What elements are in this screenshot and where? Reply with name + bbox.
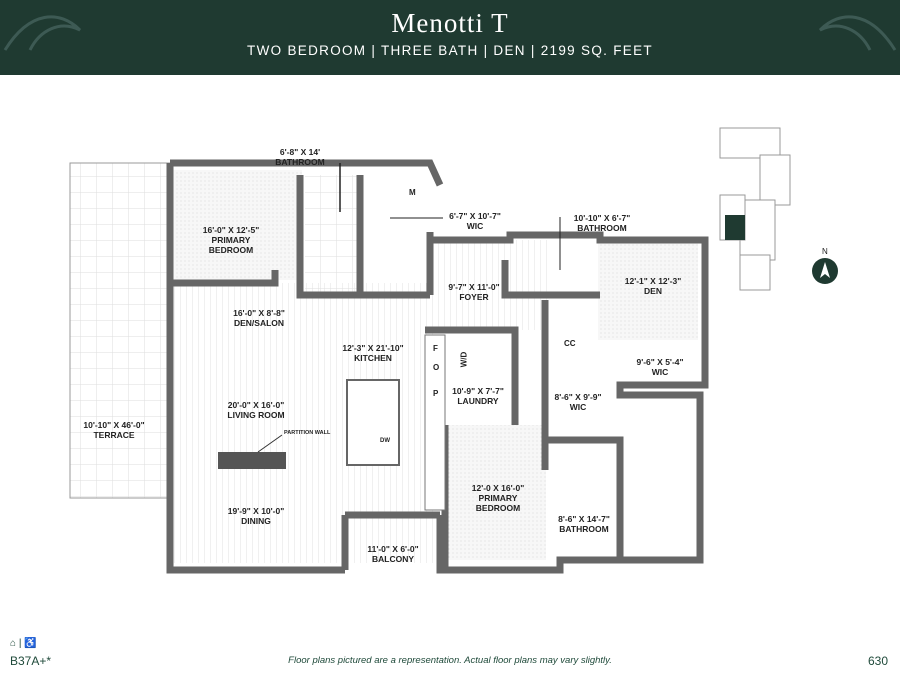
oven-label: O — [433, 363, 440, 372]
partition-wall-label: PARTITION WALL — [284, 430, 331, 436]
kitchen-island — [346, 379, 400, 466]
terrace-area — [69, 162, 171, 499]
mechanical-label: M — [409, 188, 416, 197]
room-label: 9'-6" X 5'-4"WIC — [636, 357, 684, 377]
room-label: 6'-8" X 14'BATHROOM — [275, 147, 325, 167]
kitchen-counter — [424, 334, 446, 511]
primary-bedroom-floor — [172, 170, 302, 280]
unit-code: B37A+* — [10, 654, 52, 668]
north-label: N — [822, 247, 828, 256]
page-title: Menotti T — [391, 8, 509, 38]
north-arrow-icon — [820, 262, 830, 278]
ornament-right-icon — [818, 15, 897, 51]
room-label: 12'-3" X 21'-10"KITCHEN — [342, 343, 404, 363]
room-label: 10'-9" X 7'-7"LAUNDRY — [452, 386, 504, 406]
room-label: 12'-1" X 12'-3"DEN — [624, 276, 682, 296]
foyer-floor — [430, 240, 550, 330]
bedroom2-floor — [446, 425, 546, 560]
room-label: 16'-0" X 8'-8"DEN/SALON — [233, 308, 285, 328]
partition-wall — [218, 452, 286, 469]
header: Menotti T TWO BEDROOM | THREE BATH | DEN… — [0, 0, 900, 75]
page-subtitle: TWO BEDROOM | THREE BATH | DEN | 2199 SQ… — [247, 43, 653, 58]
washer-dryer-label: W/D — [459, 351, 469, 368]
access-icon: ⌂ | ♿ — [10, 636, 37, 649]
room-label: 6'-7" X 10'-7"WIC — [449, 211, 501, 231]
room-label: 10'-10" X 6'-7"BATHROOM — [573, 213, 631, 233]
room-label: 8'-6" X 9'-9"WIC — [554, 392, 602, 412]
page-number: 630 — [867, 654, 888, 668]
dishwasher-label: DW — [380, 438, 390, 444]
pantry-label: P — [433, 389, 439, 398]
room-label: 11'-0" X 6'-0"BALCONY — [367, 544, 419, 564]
disclaimer: Floor plans pictured are a representatio… — [288, 655, 612, 666]
ornament-left-icon — [3, 15, 82, 51]
room-label: 19'-9" X 10'-0"DINING — [227, 506, 285, 526]
closet-label: CC — [564, 339, 576, 348]
key-plan — [719, 127, 791, 291]
fridge-label: F — [433, 344, 438, 353]
room-label: 8'-6" X 14'-7"BATHROOM — [558, 514, 610, 534]
bath-floor — [305, 175, 360, 295]
den-floor — [598, 240, 698, 340]
room-label: 9'-7" X 11'-0"FOYER — [448, 282, 500, 302]
room-label: 10'-10" X 46'-0"TERRACE — [83, 420, 145, 440]
room-label: 20'-0" X 16'-0"LIVING ROOM — [227, 400, 285, 420]
partition-leader — [257, 434, 283, 453]
